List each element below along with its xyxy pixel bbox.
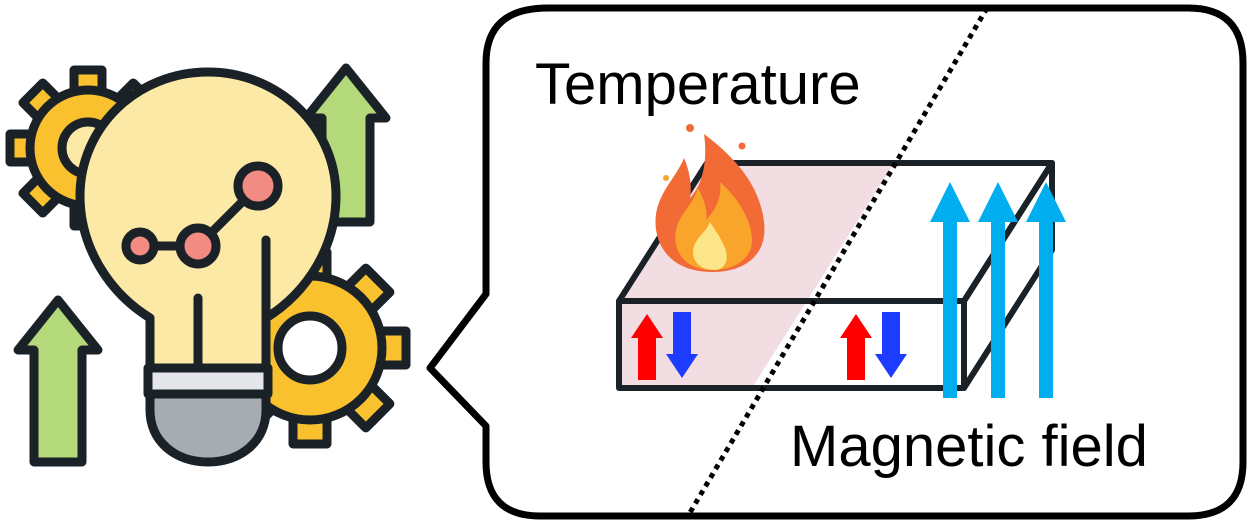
spin-down-arrow-icon [666, 312, 698, 378]
growth-arrow-left-icon [13, 295, 103, 467]
spin-pair-left [631, 312, 698, 380]
trend-node-icon [233, 161, 283, 211]
magnetic-field-arrows [930, 182, 1066, 398]
trend-node-icon [175, 223, 221, 269]
spin-pair-right [840, 312, 907, 380]
spin-up-arrow-icon [631, 314, 663, 380]
trend-node-icon [121, 227, 159, 265]
field-arrow-icon [1026, 182, 1066, 398]
spin-up-arrow-icon [840, 314, 872, 380]
magnetic-field-label: Magnetic field [790, 414, 1148, 479]
lightbulb-gears-growth-icon [5, 63, 411, 467]
field-arrow-icon [978, 182, 1018, 398]
temperature-label: Temperature [535, 52, 861, 117]
flame-icon [655, 124, 765, 272]
field-arrow-icon [930, 182, 970, 398]
spin-down-arrow-icon [875, 312, 907, 378]
bulb-socket [145, 389, 271, 467]
dotted-divider [685, 6, 990, 518]
bulb-glass [75, 67, 341, 377]
